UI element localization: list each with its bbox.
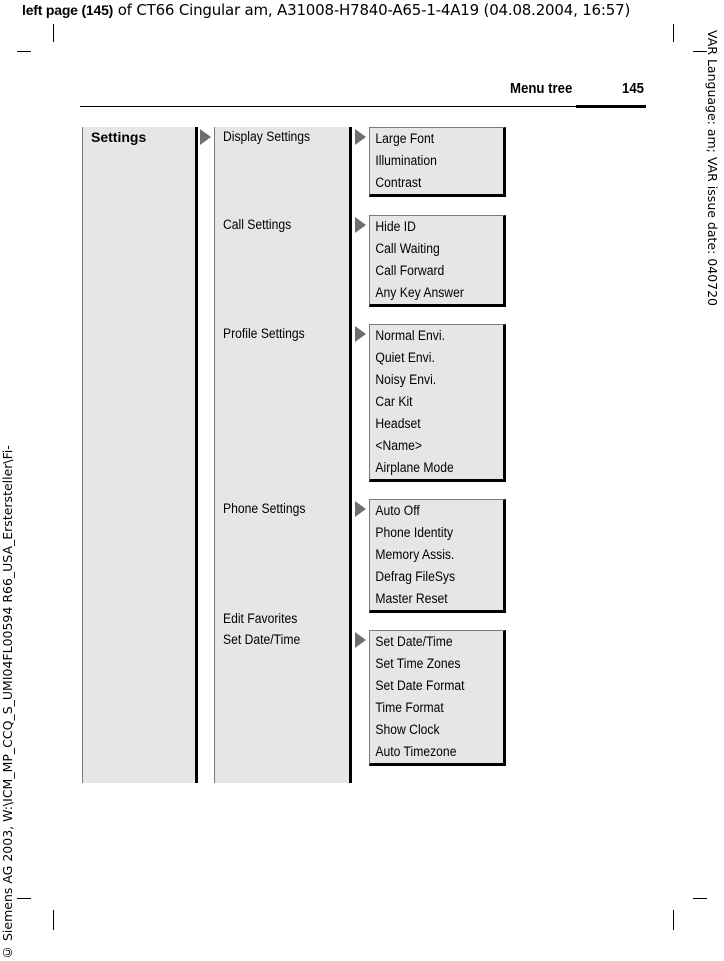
submenu-item[interactable]: Contrast [375,175,422,190]
arrow-right-icon [355,501,366,517]
crop-mark [693,898,707,899]
submenu-item[interactable]: Time Format [375,700,444,715]
crop-mark [17,898,31,899]
arrow-right-icon [355,217,366,233]
submenu-item[interactable]: Phone Identity [375,525,454,540]
submenu-item[interactable]: <Name> [375,438,423,453]
submenu-item[interactable]: Airplane Mode [375,460,454,475]
crop-mark [17,51,31,52]
menu-item-set-date-time[interactable]: Set Date/Time [223,632,301,647]
submenu-item[interactable]: Car Kit [375,394,413,409]
crop-mark [673,24,674,42]
menu-item-phone-settings[interactable]: Phone Settings [223,501,306,516]
page-title: Menu tree [510,80,573,97]
menu-root-label: Settings [91,129,147,145]
submenu-item[interactable]: Call Waiting [375,241,440,256]
submenu-item[interactable]: Hide ID [375,219,416,234]
menu-item-profile-settings[interactable]: Profile Settings [223,326,305,341]
submenu-item[interactable]: Defrag FileSys [375,569,456,584]
submenu-display-settings: Large Font Illumination Contrast [369,127,506,197]
crop-mark [693,51,707,52]
submenu-item[interactable]: Auto Off [375,503,420,518]
submenu-item[interactable]: Noisy Envi. [375,372,437,387]
submenu-item[interactable]: Auto Timezone [375,744,457,759]
submenu-phone-settings: Auto Off Phone Identity Memory Assis. De… [369,499,506,613]
arrow-right-icon [200,129,211,145]
menu-root-column: Settings [82,127,198,783]
submenu-set-date-time: Set Date/Time Set Time Zones Set Date Fo… [369,630,506,766]
arrow-right-icon [355,129,366,145]
submenu-call-settings: Hide ID Call Waiting Call Forward Any Ke… [369,215,506,307]
submenu-item[interactable]: Master Reset [375,591,448,606]
submenu-profile-settings: Normal Envi. Quiet Envi. Noisy Envi. Car… [369,324,506,482]
submenu-item[interactable]: Any Key Answer [375,285,464,300]
copyright-note: © Siemens AG 2003, W:\ICM_MP_CCQ_S_UMI04… [0,445,15,960]
header-rule-accent [576,105,646,108]
crop-mark [53,24,54,42]
menu-item-edit-favorites[interactable]: Edit Favorites [223,611,298,626]
arrow-right-icon [355,632,366,648]
submenu-item[interactable]: Set Date/Time [375,634,453,649]
submenu-item[interactable]: Headset [375,416,421,431]
submenu-item[interactable]: Normal Envi. [375,328,445,343]
menu-item-display-settings[interactable]: Display Settings [223,129,311,144]
print-header-rest: of CT66 Cingular am, A31008-H7840-A65-1-… [113,1,631,19]
submenu-item[interactable]: Call Forward [375,263,445,278]
crop-mark [53,910,54,930]
submenu-item[interactable]: Memory Assis. [375,547,455,562]
page-number: 145 [622,80,645,97]
menu-level2-column: Display Settings Call Settings Profile S… [214,127,352,783]
submenu-item[interactable]: Set Date Format [375,678,465,693]
submenu-item[interactable]: Large Font [375,131,435,146]
crop-mark [673,910,674,930]
print-job-header: left page (145) of CT66 Cingular am, A31… [22,0,630,20]
arrow-right-icon [355,326,366,342]
menu-item-call-settings[interactable]: Call Settings [223,217,292,232]
print-header-bold: left page (145) [22,2,114,18]
submenu-item[interactable]: Illumination [375,153,437,168]
submenu-item[interactable]: Show Clock [375,722,440,737]
submenu-item[interactable]: Quiet Envi. [375,350,435,365]
submenu-item[interactable]: Set Time Zones [375,656,461,671]
header-rule [80,106,646,107]
var-language-note: VAR Language: am; VAR issue date: 040720 [705,30,720,306]
